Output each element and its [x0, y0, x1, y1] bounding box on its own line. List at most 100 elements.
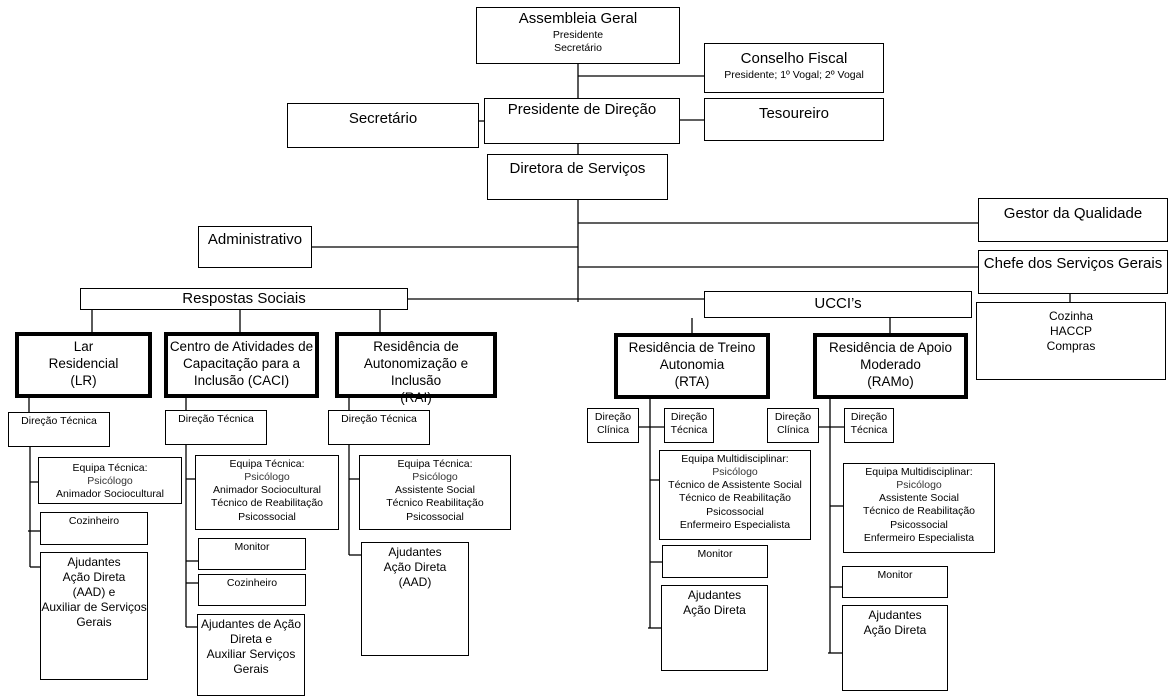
node-ramo: Residência de Apoio Moderado (RAMo) — [813, 333, 968, 399]
node-conselho-fiscal: Conselho Fiscal Presidente; 1º Vogal; 2º… — [704, 43, 884, 93]
node-line: HACCP — [1049, 324, 1092, 338]
node-line: Direção — [850, 411, 888, 423]
node-lr-ajudantes: Ajudantes Ação Direta (AAD) e Auxiliar d… — [40, 552, 148, 680]
node-title: Direção Técnica — [178, 413, 254, 425]
node-title: Direção Técnica — [341, 413, 417, 425]
node-line: Psicólogo — [896, 479, 942, 492]
node-line: Cozinha — [1048, 309, 1094, 323]
node-title: Assembleia Geral — [518, 10, 638, 27]
node-ucci: UCCI’s — [704, 291, 972, 318]
node-caci-equipa-tecnica: Equipa Técnica: Psicólogo Animador Socio… — [195, 455, 339, 530]
node-line: Técnica — [850, 424, 888, 437]
node-title: Monitor — [877, 569, 913, 581]
node-title: Cozinheiro — [68, 515, 120, 527]
node-line: Autonomização e Inclusão — [363, 355, 469, 388]
node-line: (AAD) — [398, 575, 432, 589]
node-title: Secretário — [348, 110, 418, 127]
node-respostas-sociais: Respostas Sociais — [80, 288, 408, 310]
node-line: Residência de — [373, 339, 459, 354]
node-line: Enfermeiro Especialista — [679, 518, 791, 531]
node-line: Psicossocial — [890, 518, 948, 531]
node-title: Tesoureiro — [758, 105, 830, 122]
node-ramo-direcao-clinica: Direção Clínica — [767, 408, 819, 443]
node-line: Técnico de Reabilitação — [678, 492, 792, 505]
node-line: Presidente — [552, 28, 604, 41]
node-title: Equipa Multidisciplinar: — [681, 453, 789, 465]
node-line: Psicólogo — [244, 471, 290, 484]
node-lr-cozinheiro: Cozinheiro — [40, 512, 148, 545]
node-title: Cozinheiro — [226, 577, 278, 589]
node-title: Administrativo — [207, 231, 303, 248]
node-line: Ajudantes — [687, 588, 742, 602]
node-cozinha-haccp-compras: Cozinha HACCP Compras — [976, 302, 1166, 380]
node-line: (LR) — [70, 372, 97, 388]
node-gestor-qualidade: Gestor da Qualidade — [978, 198, 1168, 242]
node-title: UCCI’s — [814, 295, 862, 312]
node-line: Técnica — [670, 424, 708, 437]
node-line: Centro de Atividades de — [169, 339, 314, 354]
node-line: Direta e — [229, 632, 273, 646]
node-assembleia-geral: Assembleia Geral Presidente Secretário — [476, 7, 680, 64]
node-line: Moderado — [860, 356, 921, 372]
node-caci-ajudantes: Ajudantes de Ação Direta e Auxiliar Serv… — [197, 614, 305, 696]
node-secretario: Secretário — [287, 103, 479, 148]
node-presidente-direcao: Presidente de Direção — [484, 98, 680, 144]
node-title: Monitor — [234, 541, 270, 553]
node-line: Residencial — [48, 355, 119, 371]
node-line: Animador Sociocultural — [213, 484, 321, 497]
node-line: Psicólogo — [712, 466, 758, 479]
node-line: Ajudantes — [67, 555, 121, 569]
node-rta-ajudantes: Ajudantes Ação Direta — [661, 585, 768, 671]
node-rta-direcao-tecnica: Direção Técnica — [664, 408, 714, 443]
node-line: Gerais — [76, 615, 112, 629]
node-caci-monitor: Monitor — [198, 538, 306, 570]
node-rta-direcao-clinica: Direção Clínica — [587, 408, 639, 443]
node-caci-cozinheiro: Cozinheiro — [198, 574, 306, 606]
node-line: Ajudantes de Ação — [200, 617, 302, 631]
node-line: Ajudantes — [868, 608, 922, 622]
node-rai-ajudantes: Ajudantes Ação Direta (AAD) — [361, 542, 469, 656]
node-title: Diretora de Serviços — [509, 160, 646, 177]
node-administrativo: Administrativo — [198, 226, 312, 268]
node-title: Presidente de Direção — [507, 101, 657, 118]
node-lr-equipa-tecnica: Equipa Técnica: Psicólogo Animador Socio… — [38, 457, 182, 504]
node-line: Psicólogo — [87, 475, 133, 488]
node-caci-direcao-tecnica: Direção Técnica — [165, 410, 267, 445]
node-line: (RAI) — [400, 389, 432, 405]
node-lr-direcao-tecnica: Direção Técnica — [8, 412, 110, 447]
node-line: Psicólogo — [412, 471, 458, 484]
node-title: Respostas Sociais — [182, 290, 306, 307]
node-line: Inclusão (CACI) — [193, 372, 290, 388]
node-line: Assistente Social — [395, 484, 475, 497]
node-line: Lar — [73, 339, 94, 354]
node-line: (AAD) e — [72, 585, 116, 599]
node-line: Técnico de Reabilitação — [210, 497, 324, 510]
node-line: Ação Direta — [62, 570, 126, 584]
node-line: Psicossocial — [238, 510, 296, 523]
node-title: Equipa Técnica: — [72, 462, 148, 474]
node-line: Presidente; 1º Vogal; 2º Vogal — [724, 68, 864, 81]
node-title: Equipa Técnica: — [397, 458, 473, 470]
node-tesoureiro: Tesoureiro — [704, 98, 884, 141]
node-title: Monitor — [697, 548, 733, 560]
node-line: Secretário — [554, 41, 602, 54]
node-line: Residência de Apoio — [828, 340, 953, 355]
node-line: (RAMo) — [867, 373, 914, 389]
node-ramo-equipa-multidisciplinar: Equipa Multidisciplinar: Psicólogo Assis… — [843, 463, 995, 553]
node-line: Direção — [594, 411, 632, 423]
node-line: Residência de Treino — [628, 340, 756, 355]
node-line: Capacitação para a — [182, 355, 301, 371]
node-line: Autonomia — [659, 356, 725, 372]
node-line: Gerais — [233, 662, 269, 676]
node-rai-equipa-tecnica: Equipa Técnica: Psicólogo Assistente Soc… — [359, 455, 511, 530]
node-rai-direcao-tecnica: Direção Técnica — [328, 410, 430, 445]
node-rta: Residência de Treino Autonomia (RTA) — [614, 333, 770, 399]
node-ramo-monitor: Monitor — [842, 566, 948, 598]
node-line: Clínica — [596, 424, 630, 437]
node-line: Ajudantes — [388, 545, 442, 559]
node-line: Direção — [670, 411, 708, 423]
node-line: Ação Direta — [863, 623, 927, 637]
node-line: Auxiliar Serviços — [206, 647, 296, 661]
node-line: Ação Direta — [383, 560, 447, 574]
